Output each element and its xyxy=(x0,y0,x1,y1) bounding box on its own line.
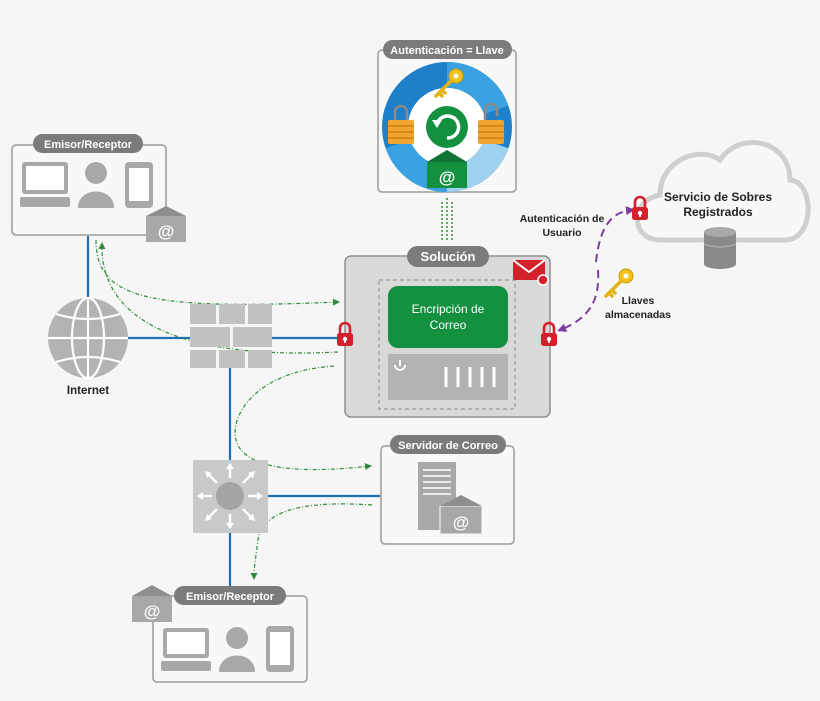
computer-icon xyxy=(20,162,70,207)
smartphone-icon xyxy=(266,626,294,672)
solution-inner-frame xyxy=(378,279,516,410)
stored-keys-label-line1: Llaves xyxy=(622,295,655,307)
flow-sender-to-solution xyxy=(95,239,340,306)
at-symbol: @ xyxy=(439,168,456,187)
appliance-server-icon xyxy=(388,354,508,400)
internet-globe: Internet xyxy=(48,296,128,397)
panel-title: Servidor de Correo xyxy=(398,440,498,452)
padlock-right-icon xyxy=(478,102,504,144)
user-auth-label-line1: Autenticación de xyxy=(520,213,605,225)
solution-panel: Solución Encripción de Correo xyxy=(335,246,559,418)
flow-user-auth xyxy=(595,206,635,263)
alert-envelope-icon xyxy=(512,259,549,286)
authentication-key-panel: Autenticación = Llave xyxy=(377,40,517,193)
flow-mailserver-to-sender xyxy=(250,503,373,580)
globe-icon xyxy=(48,296,128,380)
encryption-label-line1: Encripción de xyxy=(412,302,485,316)
padlock-left-icon xyxy=(388,104,414,144)
auth-flow-arrow xyxy=(441,196,453,240)
panel-title: Emisor/Receptor xyxy=(186,591,275,603)
smartphone-icon xyxy=(125,162,153,208)
flow-solution-to-mailserver xyxy=(234,365,372,471)
network-links xyxy=(86,236,380,594)
at-symbol: @ xyxy=(158,222,175,241)
registered-envelopes-service: Servicio de Sobres Registrados xyxy=(630,140,811,269)
sender-receiver-top: Emisor/Receptor @ xyxy=(11,134,186,242)
panel-badge xyxy=(407,246,489,267)
database-icon xyxy=(703,227,737,269)
panel-badge xyxy=(33,134,143,153)
cloud-label-line1: Servicio de Sobres xyxy=(664,190,772,204)
envelope-icon: @ xyxy=(427,150,467,188)
encryption-box xyxy=(388,286,508,348)
flow-stored-keys xyxy=(557,269,600,332)
flow-solution-to-sender xyxy=(98,242,339,354)
panel-title: Autenticación = Llave xyxy=(390,45,503,57)
envelope-icon: @ xyxy=(146,206,186,242)
cloud-label-line2: Registrados xyxy=(683,205,753,219)
panel-title: Emisor/Receptor xyxy=(44,139,133,151)
padlock-icon xyxy=(630,195,650,222)
encryption-label-line2: Correo xyxy=(430,318,467,332)
firewall-icon xyxy=(190,304,272,368)
panel-badge xyxy=(383,40,512,59)
network-switch-icon xyxy=(193,460,268,533)
panel-badge xyxy=(174,586,286,605)
key-icon xyxy=(604,267,635,298)
user-auth-label-line2: Usuario xyxy=(542,227,581,239)
panel-badge xyxy=(390,435,506,454)
envelope-icon: @ xyxy=(132,585,172,622)
internet-label: Internet xyxy=(67,385,109,397)
user-icon xyxy=(78,162,114,208)
envelope-icon: @ xyxy=(439,495,483,535)
mail-server-panel: Servidor de Correo @ xyxy=(380,435,515,545)
computer-icon xyxy=(161,628,211,671)
user-icon xyxy=(219,627,255,672)
at-symbol: @ xyxy=(453,513,470,532)
stored-keys-label-line2: almacenadas xyxy=(605,309,671,321)
panel-title: Solución xyxy=(421,249,476,264)
refresh-icon xyxy=(426,106,468,148)
key-flow-arrows xyxy=(557,206,635,332)
at-symbol: @ xyxy=(144,602,161,621)
sender-receiver-bottom: Emisor/Receptor @ xyxy=(132,585,308,683)
cloud-icon xyxy=(635,140,811,243)
